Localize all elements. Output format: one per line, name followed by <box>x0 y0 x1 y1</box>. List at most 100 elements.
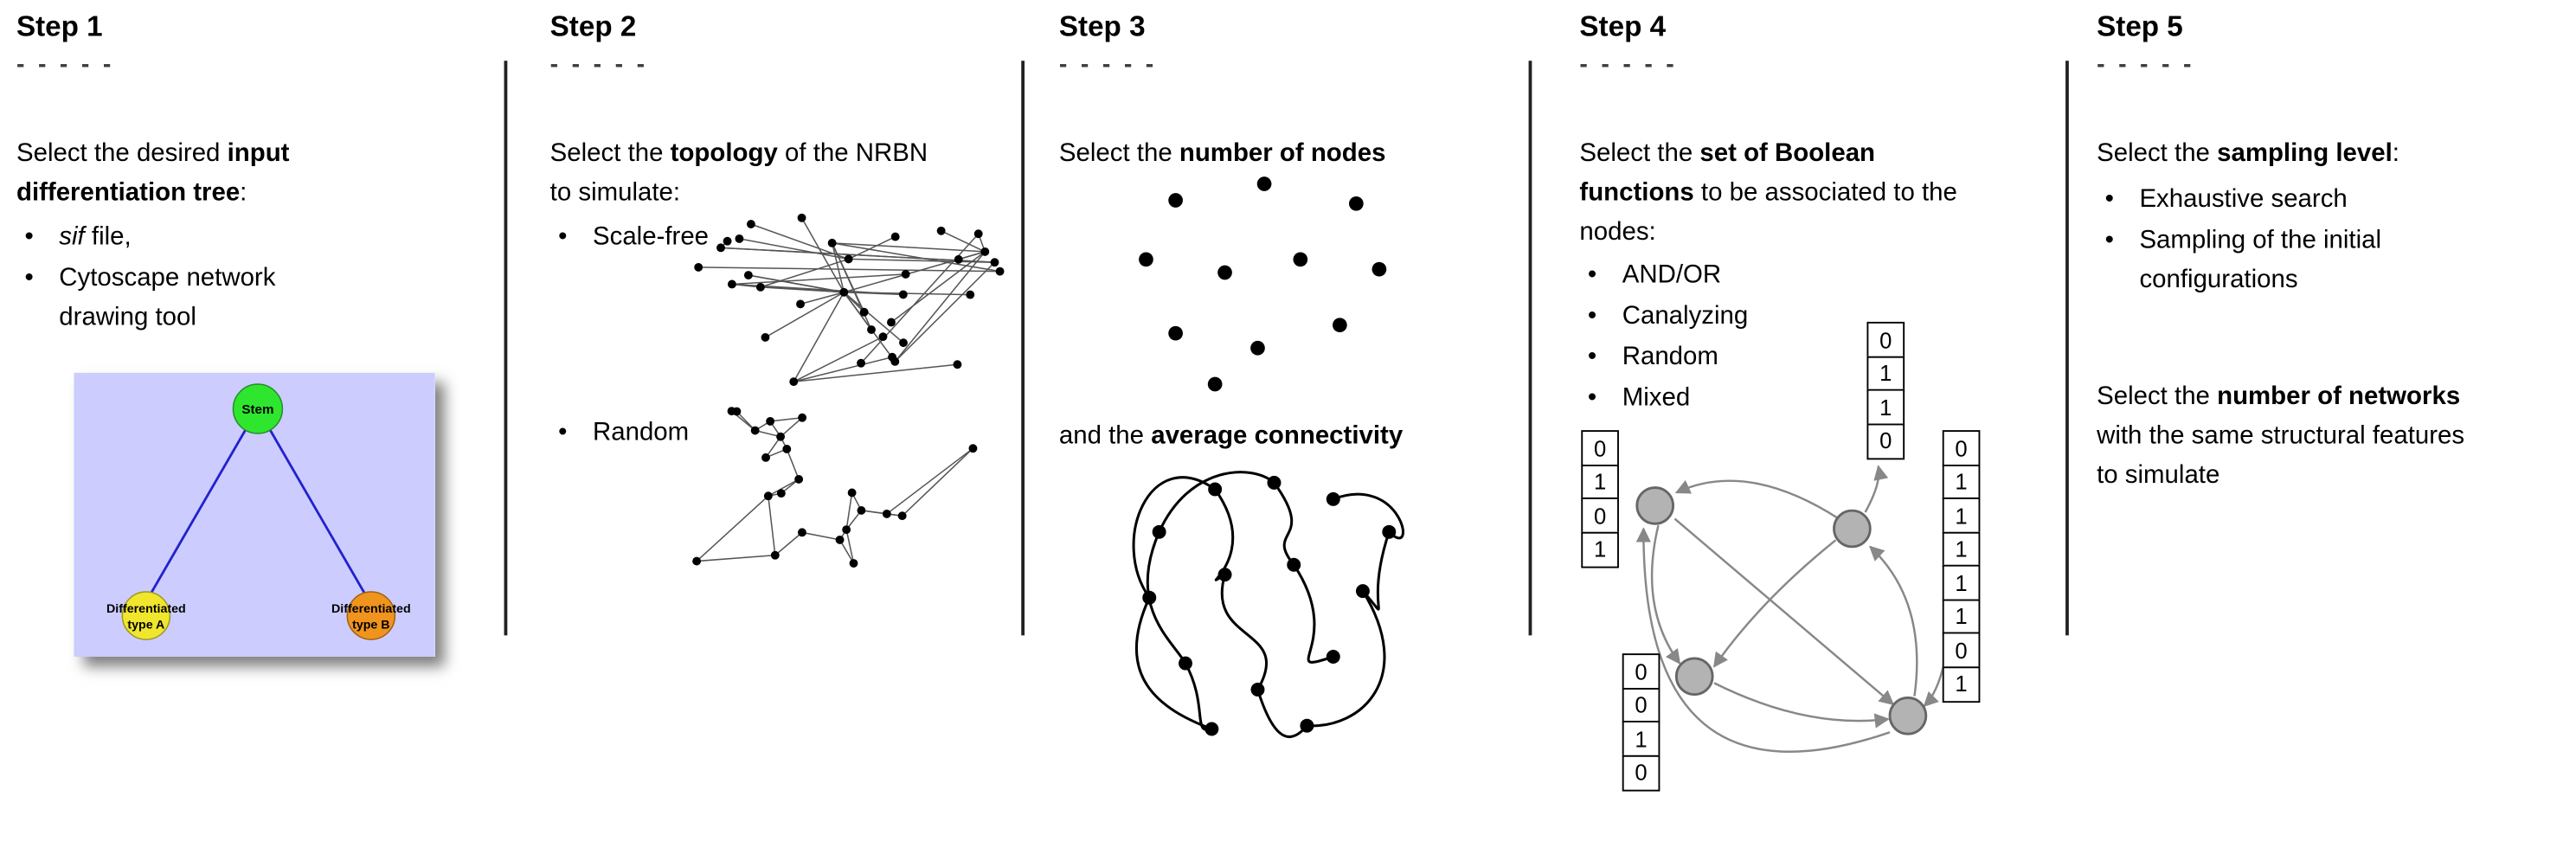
bullet-text: Exhaustive search <box>2139 181 2347 221</box>
boolean-table-cell: 0 <box>1866 423 1905 459</box>
dot <box>1372 262 1387 277</box>
boolean-table-cell: 0 <box>1581 430 1619 466</box>
step-5-title: Step 5 <box>2097 10 2183 44</box>
step-5-second-text: Select the number of networks with the s… <box>2097 377 2466 496</box>
list-item: • sif file, <box>16 218 377 258</box>
boolean-table-cell: 1 <box>1622 721 1661 757</box>
dot <box>1257 177 1272 191</box>
dot <box>1168 326 1183 341</box>
bullet-marker: • <box>2097 181 2139 221</box>
step-5-intro: Select the sampling level: <box>2097 135 2556 175</box>
bullet-marker: • <box>16 260 59 338</box>
text-fragment: file, <box>85 223 132 251</box>
boolean-table-cell: 1 <box>1943 599 1981 635</box>
scale-free-network-figure <box>678 170 1010 420</box>
tangle-nodes <box>1142 476 1396 736</box>
column-divider <box>1021 61 1025 635</box>
boolean-table-cell: 1 <box>1943 531 1981 568</box>
nodes-dots-figure <box>1129 174 1461 410</box>
text-fragment: Select the <box>1579 139 1699 167</box>
step-3-second-text: and the average connectivity <box>1059 417 1519 457</box>
boolean-node <box>1637 488 1673 524</box>
boolean-table-cell: 0 <box>1622 687 1661 723</box>
list-item: • AND/OR <box>1579 256 1842 296</box>
step-2-dashes: - - - - - <box>550 51 648 79</box>
dot <box>1168 193 1183 208</box>
boolean-node <box>1834 510 1871 547</box>
step-5-dashes: - - - - - <box>2097 51 2194 79</box>
text-fragment-bold: number of networks <box>2217 382 2460 410</box>
boolean-table-cell: 0 <box>1622 653 1661 690</box>
text-fragment: Select the <box>1059 139 1179 167</box>
dot <box>1139 252 1153 266</box>
bullet-text: sif file, <box>59 218 322 258</box>
bullet-marker: • <box>2097 222 2139 300</box>
text-fragment-italic: sif <box>59 223 84 251</box>
bullet-text: AND/OR <box>1622 256 1721 296</box>
column-divider <box>1529 61 1532 635</box>
boolean-table-cell: 1 <box>1943 498 1981 534</box>
boolean-table-cell: 0 <box>1581 498 1619 534</box>
boolean-table-cell: 1 <box>1943 665 1981 702</box>
boolean-table-cell: 1 <box>1943 464 1981 500</box>
tree-type-b-label-line2: type B <box>352 619 389 632</box>
dot <box>1217 266 1232 280</box>
list-item: • Cytoscape network drawing tool <box>16 260 377 338</box>
text-fragment: : <box>240 179 247 207</box>
boolean-node <box>1890 697 1926 734</box>
boolean-table-cell: 0 <box>1866 322 1905 358</box>
step-1-intro: Select the desired input differentiation… <box>16 135 459 214</box>
boolean-table-cell: 1 <box>1866 356 1905 392</box>
step-1-title: Step 1 <box>16 10 103 44</box>
step-4-dashes: - - - - - <box>1579 51 1677 79</box>
dot <box>1250 341 1265 356</box>
step-3-title: Step 3 <box>1059 10 1146 44</box>
list-item: • Exhaustive search <box>2097 181 2540 221</box>
tree-type-a-label-line1: Differentiated <box>106 602 186 616</box>
random-network-figure <box>665 389 996 593</box>
text-fragment: Select the desired <box>16 139 228 167</box>
differentiation-tree-figure: Stem Differentiated type A Differentiate… <box>74 373 434 657</box>
boolean-table-cell: 1 <box>1943 565 1981 601</box>
step-4-title: Step 4 <box>1579 10 1666 44</box>
text-fragment-bold: average connectivity <box>1151 422 1403 450</box>
dot <box>1349 196 1364 211</box>
boolean-table-cell: 0 <box>1622 754 1661 791</box>
text-fragment: and the <box>1059 422 1151 450</box>
tree-type-b-label-line1: Differentiated <box>331 602 411 616</box>
dot <box>1333 318 1347 332</box>
step-3-dashes: - - - - - <box>1059 51 1157 79</box>
tree-stem-label: Stem <box>241 402 273 417</box>
text-fragment-bold: topology <box>671 139 778 167</box>
step-3-intro: Select the number of nodes <box>1059 135 1519 175</box>
text-fragment-bold: sampling level <box>2217 139 2393 167</box>
list-item: • Sampling of the initial configurations <box>2097 222 2540 300</box>
step-1-dashes: - - - - - <box>16 51 114 79</box>
boolean-node <box>1676 658 1712 695</box>
text-fragment: Select the <box>2097 382 2217 410</box>
text-fragment: Select the <box>2097 139 2217 167</box>
boolean-table-cell: 0 <box>1943 632 1981 669</box>
bullet-marker: • <box>550 414 593 453</box>
bullet-text: Sampling of the initial configurations <box>2139 222 2525 300</box>
column-divider <box>504 61 508 635</box>
bullet-marker: • <box>16 218 59 258</box>
bullet-text: Cytoscape network drawing tool <box>59 260 322 338</box>
connectivity-tangle-figure <box>1114 463 1454 755</box>
boolean-table-cell: 0 <box>1943 430 1981 466</box>
text-fragment: : <box>2393 139 2399 167</box>
tree-type-a-label-line2: type A <box>127 619 164 632</box>
differentiation-tree-svg: Stem Differentiated type A Differentiate… <box>74 373 434 657</box>
bullet-marker: • <box>1579 256 1622 296</box>
step-4-intro: Select the set of Boolean functions to b… <box>1579 135 1960 254</box>
dot <box>1208 377 1223 392</box>
tangle-edges <box>1134 472 1403 737</box>
text-fragment: with the same structural features to sim… <box>2097 422 2464 490</box>
boolean-table-cell: 1 <box>1866 389 1905 426</box>
step-2-title: Step 2 <box>550 10 637 44</box>
boolean-table-cell: 1 <box>1581 531 1619 568</box>
